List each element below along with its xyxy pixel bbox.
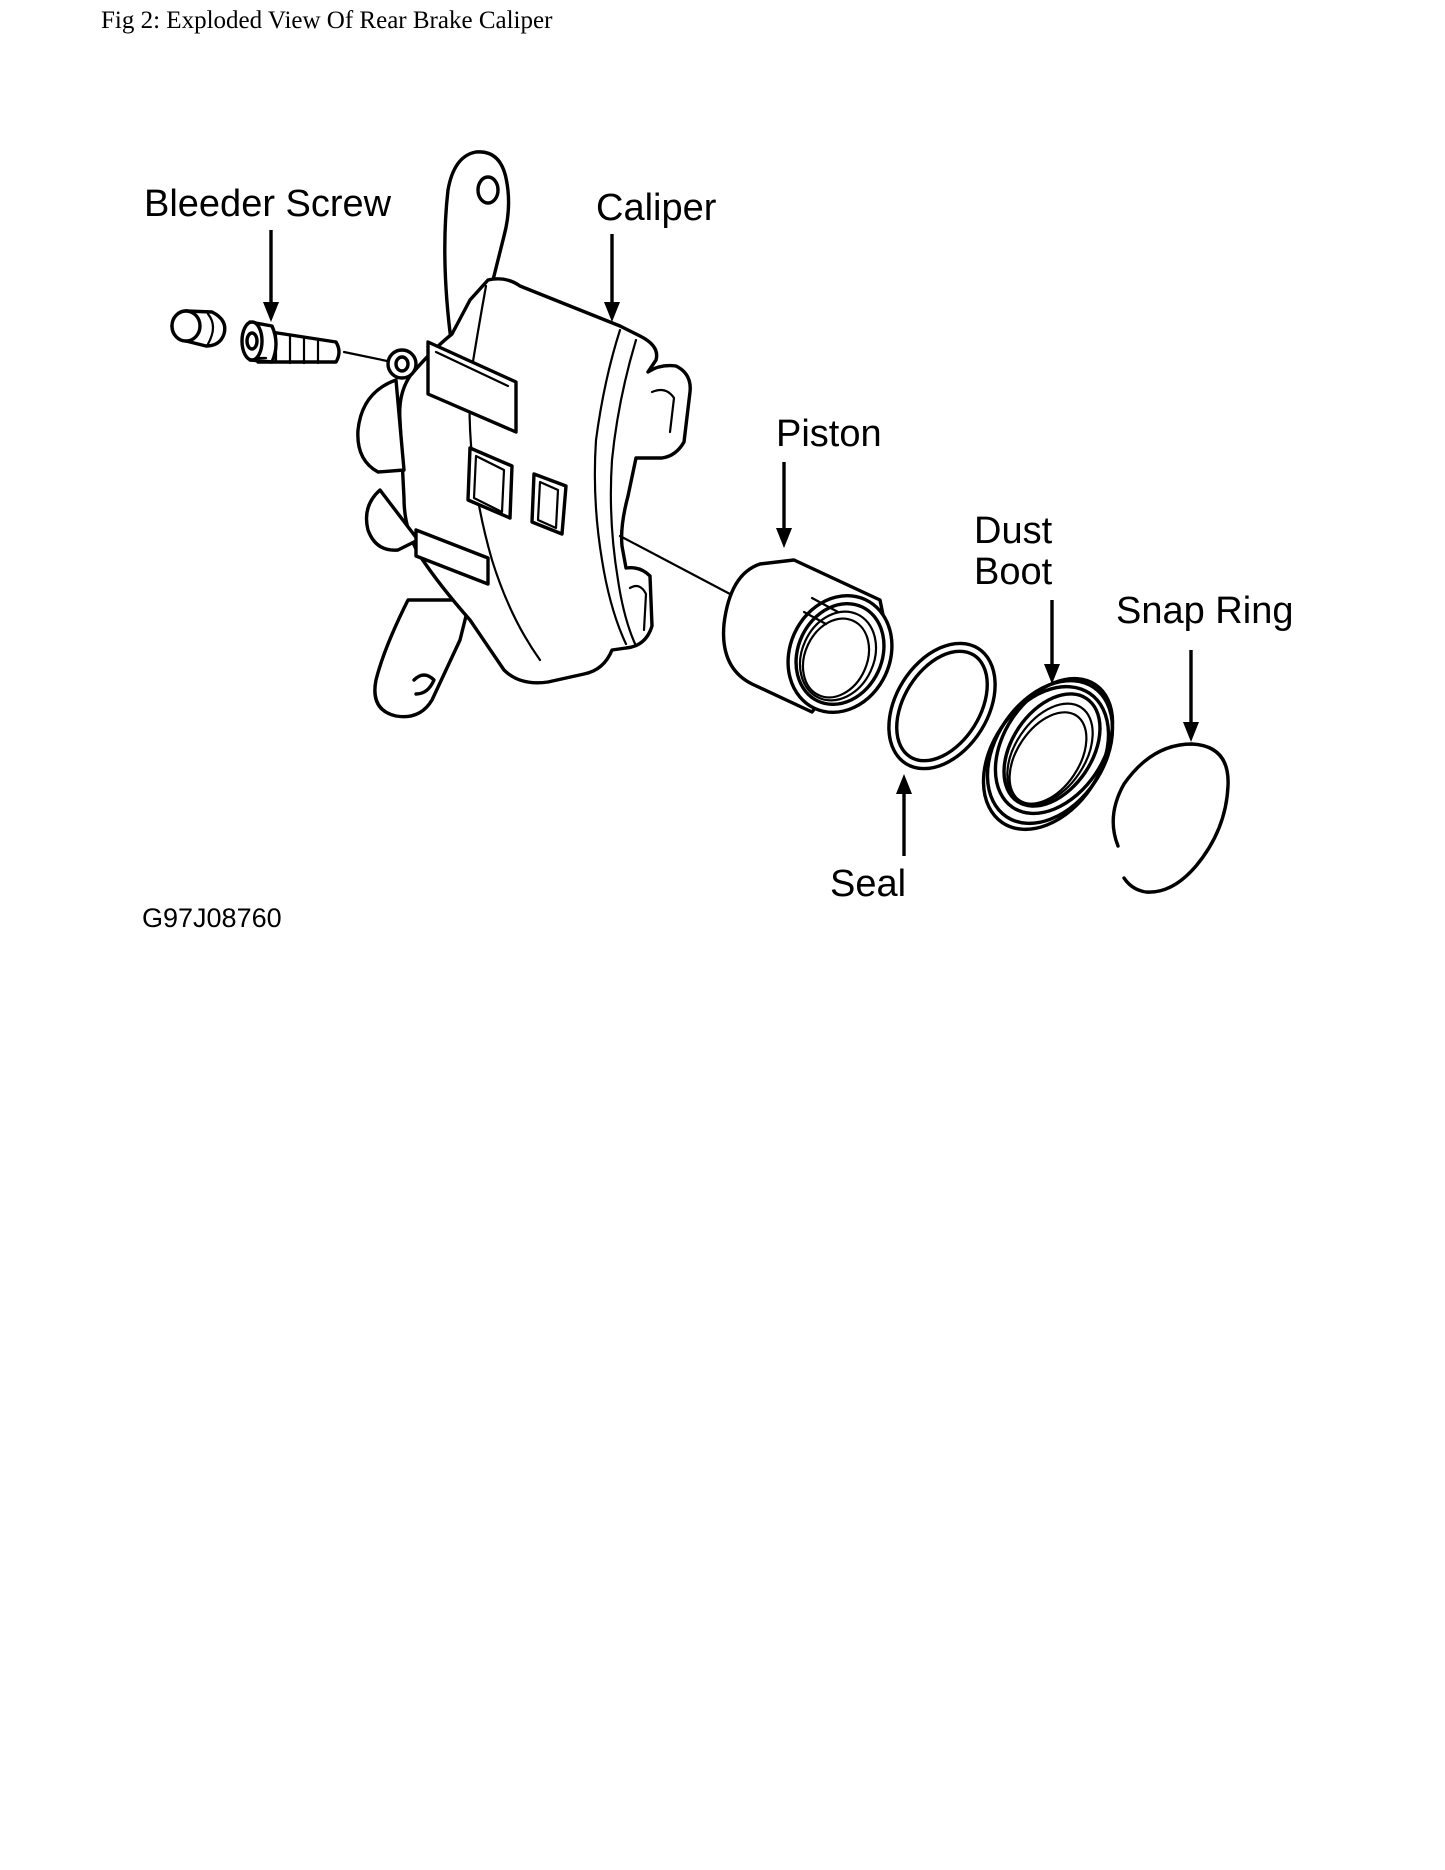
dust-boot-part bbox=[981, 676, 1115, 832]
label-dust-boot-line1: Dust bbox=[974, 510, 1053, 552]
arrow-piston bbox=[776, 462, 792, 548]
bleeder-guide-line bbox=[342, 350, 394, 364]
bleeder-cap-part bbox=[170, 309, 227, 348]
label-caliper: Caliper bbox=[596, 187, 717, 229]
label-seal: Seal bbox=[830, 863, 906, 905]
arrow-dust-boot bbox=[1044, 600, 1060, 684]
snap-ring-part bbox=[1111, 742, 1230, 894]
bleeder-screw-part bbox=[240, 320, 341, 365]
figure-caption: Fig 2: Exploded View Of Rear Brake Calip… bbox=[101, 7, 553, 34]
arrow-snap-ring bbox=[1183, 650, 1199, 742]
caliper-part bbox=[356, 150, 692, 719]
label-snap-ring: Snap Ring bbox=[1116, 590, 1293, 632]
label-dust-boot-line2: Boot bbox=[974, 551, 1053, 593]
arrow-bleeder-screw bbox=[263, 230, 279, 322]
piston-part bbox=[721, 558, 894, 715]
figure-code: G97J08760 bbox=[142, 903, 282, 933]
piston-guide-line bbox=[618, 534, 732, 596]
arrow-seal bbox=[896, 774, 912, 856]
label-bleeder-screw: Bleeder Screw bbox=[144, 183, 392, 225]
seal-part bbox=[887, 641, 997, 771]
label-piston: Piston bbox=[776, 413, 882, 455]
arrow-caliper bbox=[604, 234, 620, 322]
